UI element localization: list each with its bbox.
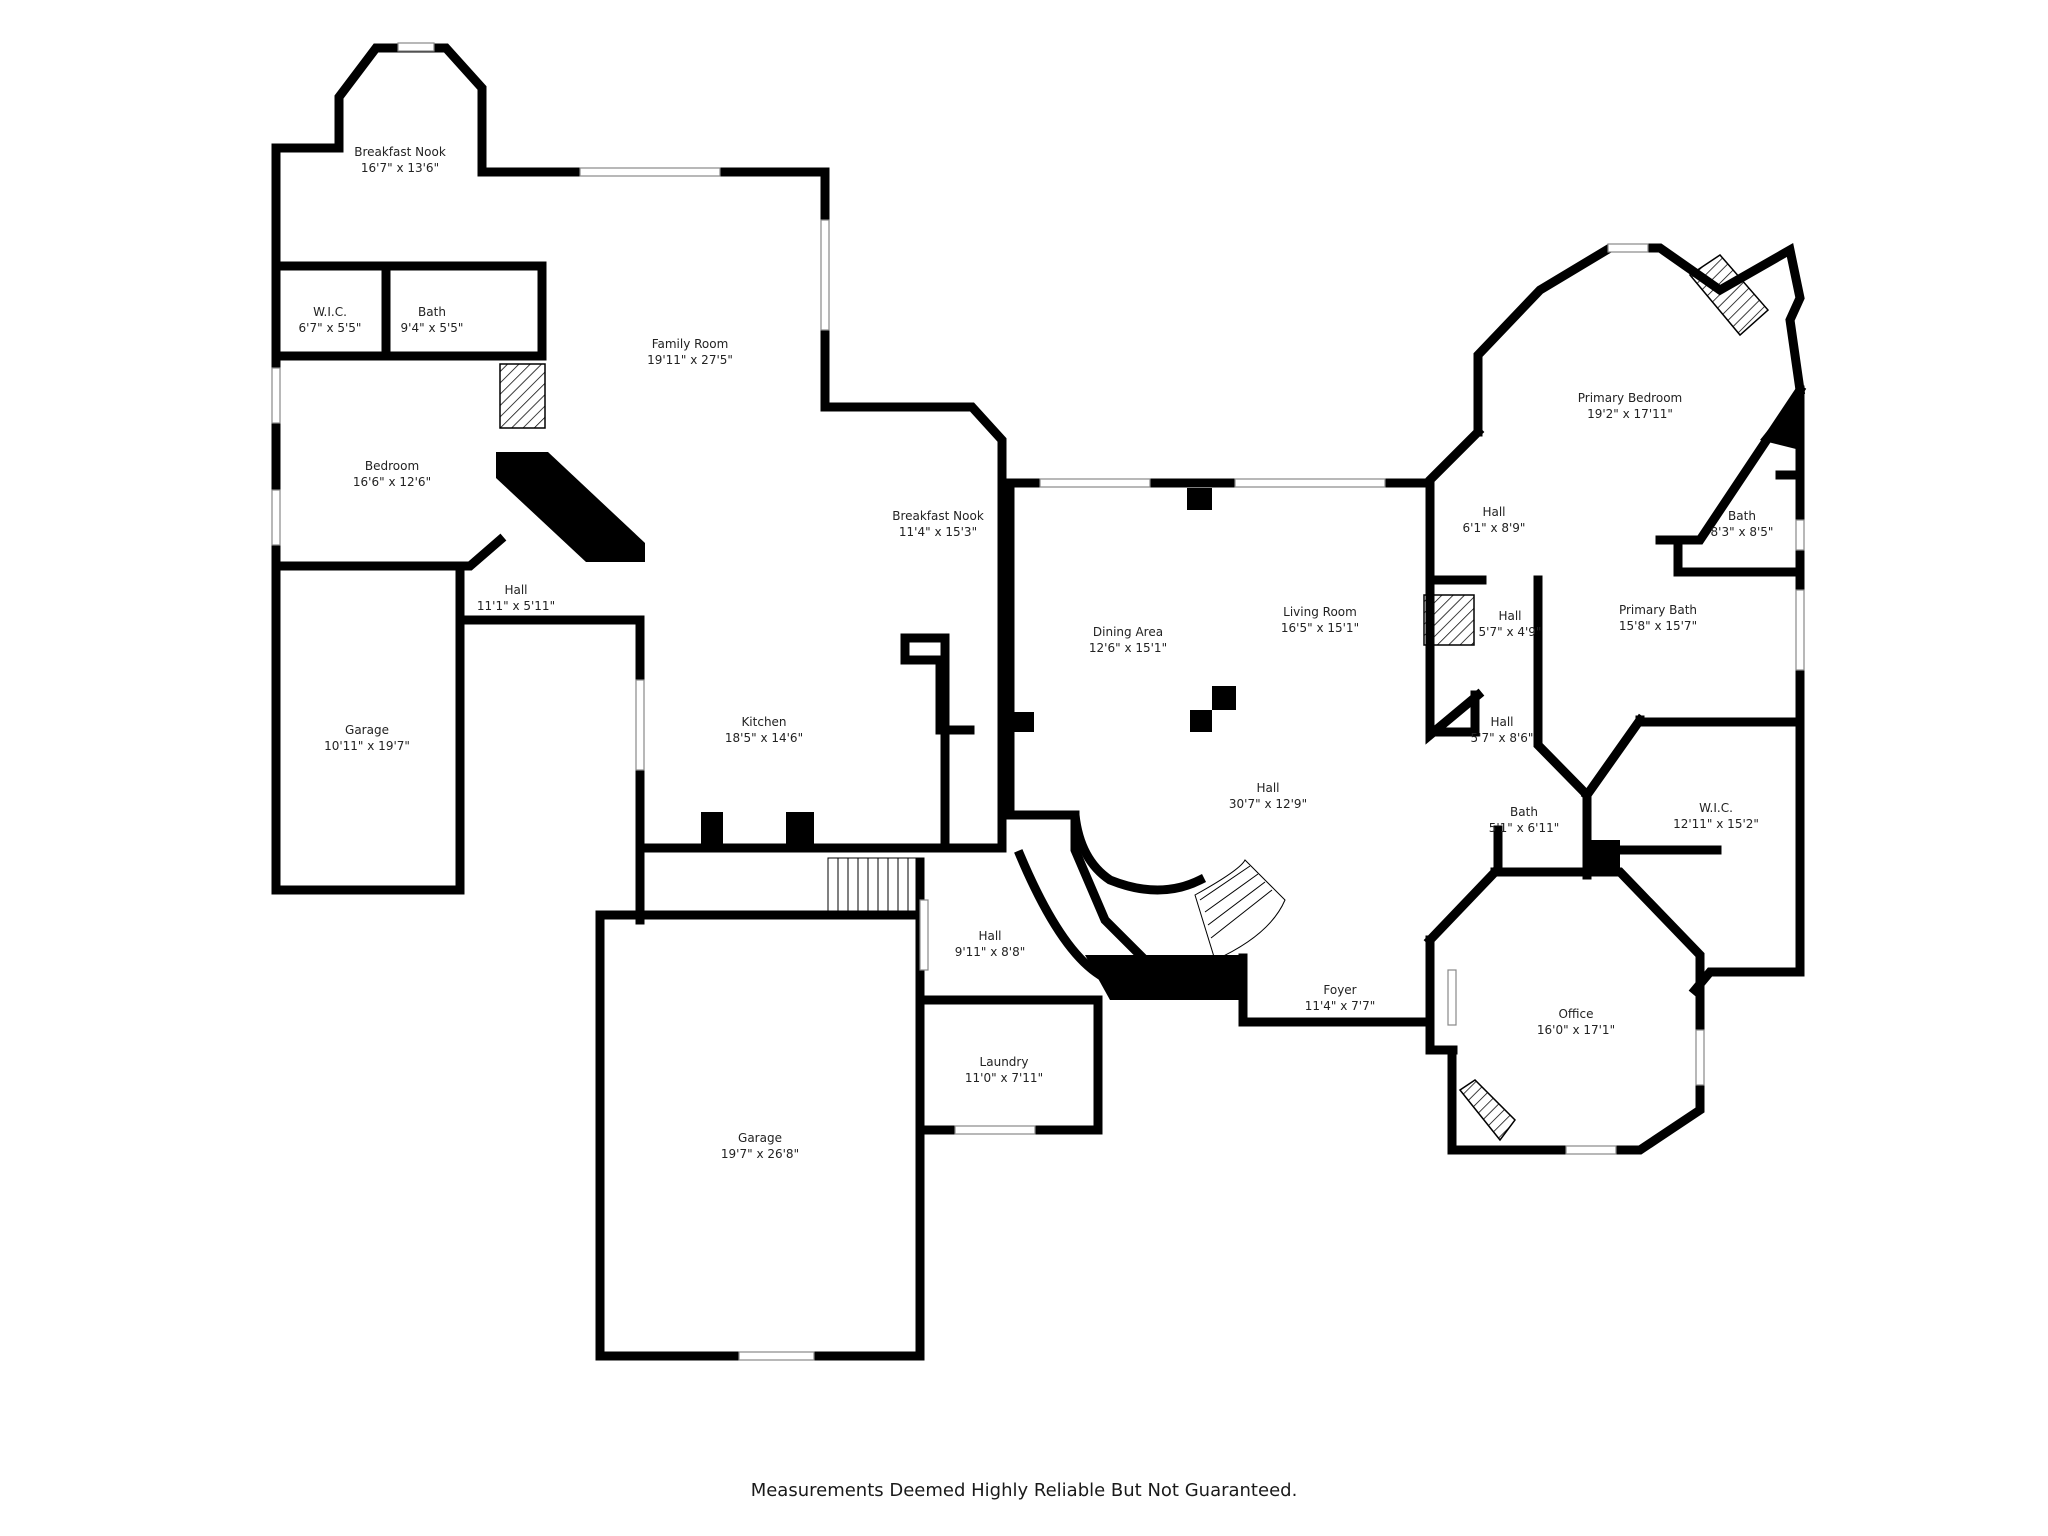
stair-base xyxy=(1085,955,1243,1000)
svg-text:12'11" x 15'2": 12'11" x 15'2" xyxy=(1673,817,1759,831)
svg-text:Bath: Bath xyxy=(418,305,446,319)
svg-text:Garage: Garage xyxy=(738,1131,782,1145)
svg-text:16'5" x 15'1": 16'5" x 15'1" xyxy=(1281,621,1359,635)
west-fireplace xyxy=(499,363,546,429)
svg-text:16'0" x 17'1": 16'0" x 17'1" xyxy=(1537,1023,1615,1037)
windows xyxy=(271,42,1805,1361)
svg-text:Hall: Hall xyxy=(1490,715,1513,729)
bedroom-corner xyxy=(1760,390,1800,450)
room-label: Hall 30'7" x 12'9" xyxy=(1229,781,1307,811)
svg-text:Hall: Hall xyxy=(978,929,1001,943)
kitchen-pillar-1 xyxy=(701,812,723,852)
room-label: W.I.C. 6'7" x 5'5" xyxy=(299,305,362,335)
svg-text:Hall: Hall xyxy=(1256,781,1279,795)
office-fireplace xyxy=(1458,1079,1516,1142)
svg-text:Laundry: Laundry xyxy=(980,1055,1029,1069)
dining-post-left xyxy=(1012,712,1034,732)
west-chimney xyxy=(496,452,645,562)
svg-text:11'4" x 7'7": 11'4" x 7'7" xyxy=(1305,999,1376,1013)
disclaimer: Measurements Deemed Highly Reliable But … xyxy=(750,1480,1298,1501)
room-label: Bath 5'1" x 6'11" xyxy=(1489,805,1560,835)
svg-text:9'4" x 5'5": 9'4" x 5'5" xyxy=(401,321,464,335)
svg-text:Breakfast Nook: Breakfast Nook xyxy=(354,145,446,159)
svg-text:Living Room: Living Room xyxy=(1283,605,1357,619)
svg-text:5'7" x 8'6": 5'7" x 8'6" xyxy=(1471,731,1534,745)
room-label: Breakfast Nook 16'7" x 13'6" xyxy=(354,145,446,175)
room-label: Dining Area 12'6" x 15'1" xyxy=(1089,625,1167,655)
east-wing-walls xyxy=(1423,243,1807,1155)
svg-text:Primary Bedroom: Primary Bedroom xyxy=(1578,391,1682,405)
room-label: W.I.C. 12'11" x 15'2" xyxy=(1673,801,1759,831)
living-post-1 xyxy=(1212,686,1236,710)
room-label: Laundry 11'0" x 7'11" xyxy=(965,1055,1043,1085)
svg-text:18'5" x 14'6": 18'5" x 14'6" xyxy=(725,731,803,745)
kitchen-pillar-2 xyxy=(786,812,814,852)
room-label: Hall 11'1" x 5'11" xyxy=(477,583,555,613)
svg-text:Office: Office xyxy=(1558,1007,1593,1021)
svg-text:11'1" x 5'11": 11'1" x 5'11" xyxy=(477,599,555,613)
svg-text:16'7" x 13'6": 16'7" x 13'6" xyxy=(361,161,439,175)
svg-text:11'0" x 7'11": 11'0" x 7'11" xyxy=(965,1071,1043,1085)
room-label: Garage 19'7" x 26'8" xyxy=(721,1131,799,1161)
svg-text:Family Room: Family Room xyxy=(652,337,729,351)
room-labels: Breakfast Nook 16'7" x 13'6" W.I.C. 6'7" x… xyxy=(299,145,1774,1161)
svg-text:16'6" x 12'6": 16'6" x 12'6" xyxy=(353,475,431,489)
room-label: Family Room 19'11" x 27'5" xyxy=(647,337,733,367)
stairs xyxy=(827,857,1286,961)
room-label: Office 16'0" x 17'1" xyxy=(1537,1007,1615,1037)
primary-bedroom-fireplace xyxy=(1688,254,1770,337)
svg-text:5'1" x 6'11": 5'1" x 6'11" xyxy=(1489,821,1560,835)
room-label: Foyer 11'4" x 7'7" xyxy=(1305,983,1376,1013)
room-label: Hall 5'7" x 8'6" xyxy=(1471,715,1534,745)
svg-text:12'6" x 15'1": 12'6" x 15'1" xyxy=(1089,641,1167,655)
svg-text:30'7" x 12'9": 30'7" x 12'9" xyxy=(1229,797,1307,811)
svg-text:8'3" x 8'5": 8'3" x 8'5" xyxy=(1711,525,1774,539)
room-label: Breakfast Nook 11'4" x 15'3" xyxy=(892,509,984,539)
room-label: Primary Bath 15'8" x 15'7" xyxy=(1619,603,1697,633)
svg-text:Primary Bath: Primary Bath xyxy=(1619,603,1697,617)
svg-text:Bath: Bath xyxy=(1728,509,1756,523)
room-label: Primary Bedroom 19'2" x 17'11" xyxy=(1578,391,1682,421)
room-label: Kitchen 18'5" x 14'6" xyxy=(725,715,803,745)
svg-text:5'7" x 4'9": 5'7" x 4'9" xyxy=(1479,625,1542,639)
svg-text:Bedroom: Bedroom xyxy=(365,459,419,473)
svg-text:9'11" x 8'8": 9'11" x 8'8" xyxy=(955,945,1026,959)
svg-text:W.I.C.: W.I.C. xyxy=(313,305,347,319)
room-label: Hall 9'11" x 8'8" xyxy=(955,929,1026,959)
svg-text:11'4" x 15'3": 11'4" x 15'3" xyxy=(899,525,977,539)
hall-fireplace xyxy=(1423,594,1475,646)
svg-text:Foyer: Foyer xyxy=(1323,983,1356,997)
svg-text:19'2" x 17'11": 19'2" x 17'11" xyxy=(1587,407,1673,421)
room-label: Garage 10'11" x 19'7" xyxy=(324,723,410,753)
room-label: Bedroom 16'6" x 12'6" xyxy=(353,459,431,489)
svg-text:19'7" x 26'8": 19'7" x 26'8" xyxy=(721,1147,799,1161)
svg-text:Kitchen: Kitchen xyxy=(741,715,786,729)
room-label: Hall 5'7" x 4'9" xyxy=(1479,609,1542,639)
svg-text:Garage: Garage xyxy=(345,723,389,737)
room-label: Living Room 16'5" x 15'1" xyxy=(1281,605,1359,635)
svg-text:Dining Area: Dining Area xyxy=(1093,625,1163,639)
svg-text:Breakfast Nook: Breakfast Nook xyxy=(892,509,984,523)
svg-text:19'11" x 27'5": 19'11" x 27'5" xyxy=(647,353,733,367)
svg-text:10'11" x 19'7": 10'11" x 19'7" xyxy=(324,739,410,753)
room-label: Hall 6'1" x 8'9" xyxy=(1463,505,1526,535)
east-pillar xyxy=(1585,840,1620,874)
west-wing-walls xyxy=(271,43,1007,925)
svg-text:W.I.C.: W.I.C. xyxy=(1699,801,1733,815)
dining-post-top xyxy=(1187,488,1212,510)
room-label: Bath 9'4" x 5'5" xyxy=(401,305,464,335)
svg-text:15'8" x 15'7": 15'8" x 15'7" xyxy=(1619,619,1697,633)
living-post-2 xyxy=(1190,710,1212,732)
svg-text:6'1" x 8'9": 6'1" x 8'9" xyxy=(1463,521,1526,535)
svg-text:Hall: Hall xyxy=(1498,609,1521,623)
svg-text:Hall: Hall xyxy=(504,583,527,597)
svg-text:Hall: Hall xyxy=(1482,505,1505,519)
svg-text:6'7" x 5'5": 6'7" x 5'5" xyxy=(299,321,362,335)
svg-text:Bath: Bath xyxy=(1510,805,1538,819)
room-label: Bath 8'3" x 8'5" xyxy=(1711,509,1774,539)
